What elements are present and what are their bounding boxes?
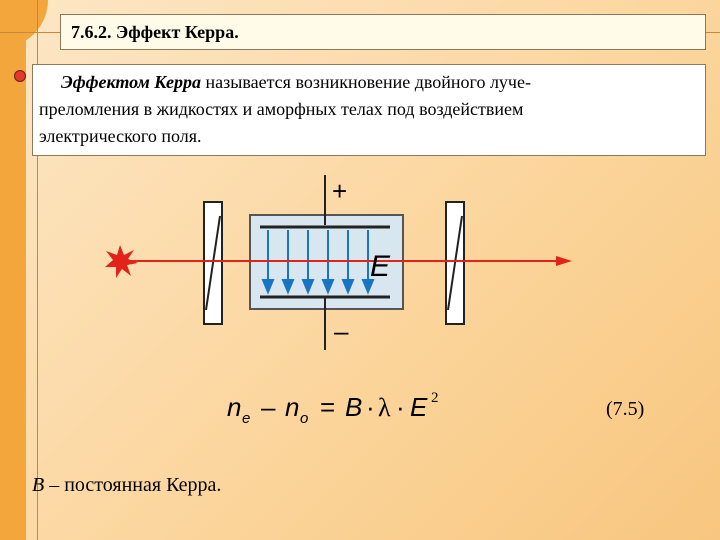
left-polarizer xyxy=(203,201,223,325)
definition-box: Эффектом Керра называется возникновение … xyxy=(32,64,706,156)
field-label: E xyxy=(370,250,391,283)
slide-title: 7.6.2. Эффект Керра. xyxy=(60,14,706,50)
definition-line1-rest: называется возникновение двойного луче- xyxy=(201,72,531,92)
formula-dot-1: · xyxy=(366,392,375,422)
minus-label: – xyxy=(334,316,349,346)
beam-arrowhead xyxy=(556,256,572,266)
note-symbol: B xyxy=(32,474,45,496)
definition-term: Эффектом Керра xyxy=(61,72,202,92)
kerr-formula: n e – n o = B · λ · E 2 xyxy=(227,390,439,427)
right-polarizer xyxy=(445,201,465,325)
equation-number: (7.5) xyxy=(606,398,645,420)
light-source-icon xyxy=(105,245,138,278)
definition-line-1: Эффектом Керра называется возникновение … xyxy=(39,69,699,96)
formula-exp: 2 xyxy=(431,390,439,406)
formula-ne: n xyxy=(227,392,241,422)
kerr-constant-note: B – постоянная Керра. xyxy=(32,474,221,497)
formula-no-sub: o xyxy=(300,410,308,427)
formula-minus: – xyxy=(261,392,276,422)
plus-label: + xyxy=(332,176,347,206)
formula-lambda: λ xyxy=(378,393,391,422)
formula-E: E xyxy=(410,392,428,422)
formula-no: n xyxy=(285,392,299,422)
corner-decor xyxy=(0,0,48,48)
formula-B: B xyxy=(345,392,362,422)
formula-dot-2: · xyxy=(396,392,405,422)
formula-ne-sub: e xyxy=(242,410,250,427)
bullet-icon xyxy=(14,70,26,82)
definition-line-2: преломления в жидкостях и аморфных телах… xyxy=(39,99,524,119)
left-decor-band xyxy=(0,0,26,540)
decor-vertical-line xyxy=(37,0,38,540)
note-text: – постоянная Керра. xyxy=(44,474,222,496)
field-arrows xyxy=(261,230,375,295)
formula-equals: = xyxy=(320,392,335,422)
kerr-cell-diagram: + – E xyxy=(105,175,572,350)
definition-line-3: электрического поля. xyxy=(39,126,202,146)
